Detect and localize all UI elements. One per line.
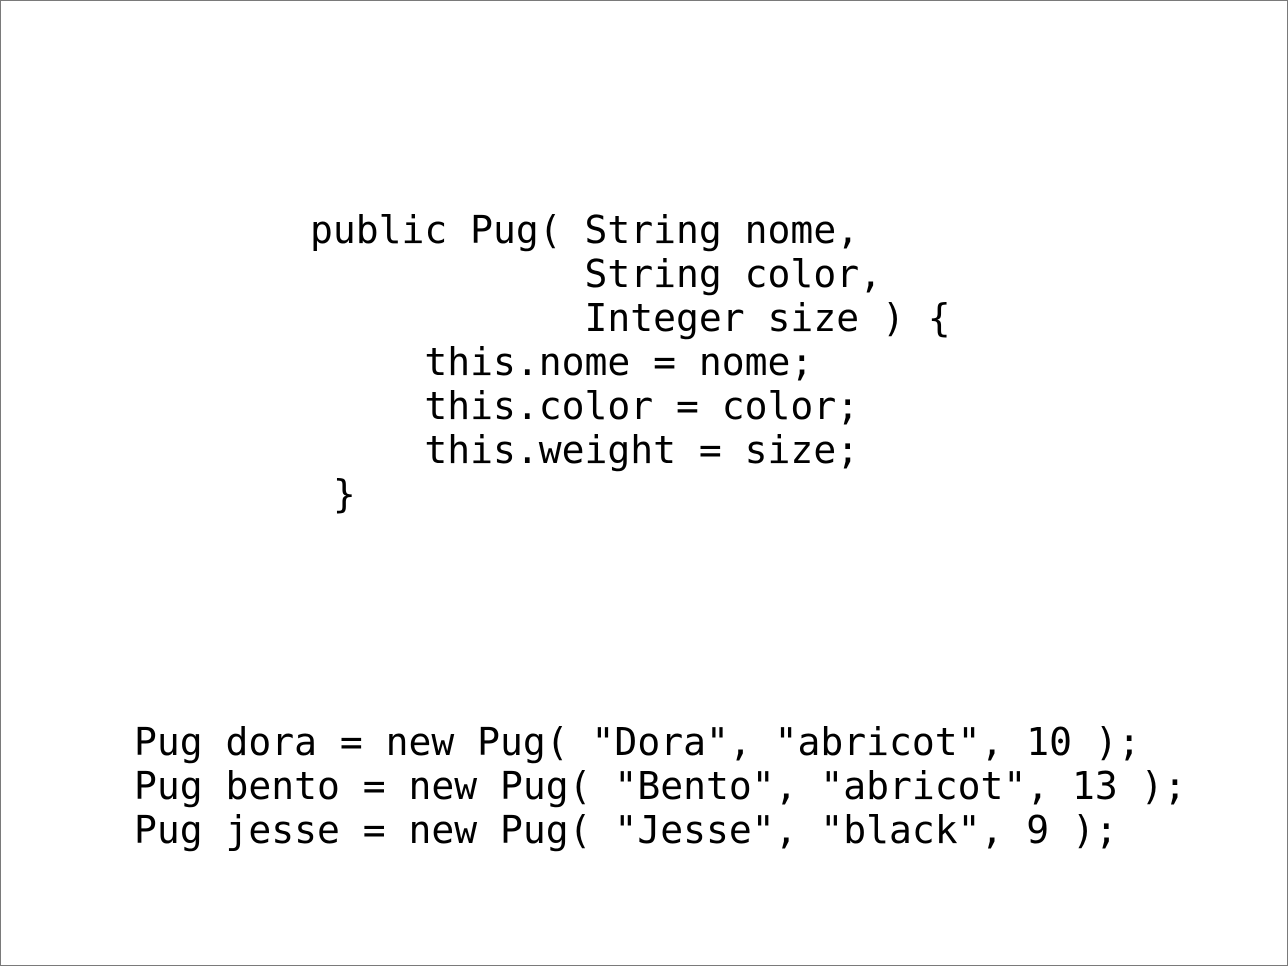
assign-weight-line: this.weight = size; xyxy=(310,428,860,472)
assign-nome-line: this.nome = nome; xyxy=(310,340,814,384)
constructor-param-color-line: String color, xyxy=(310,252,882,296)
constructor-signature-line: public Pug( String nome, xyxy=(310,208,860,252)
instance-bento-line: Pug bento = new Pug( "Bento", "abricot",… xyxy=(134,764,1187,808)
assign-color-line: this.color = color; xyxy=(310,384,860,428)
constructor-code-block: public Pug( String nome, String color, I… xyxy=(310,208,951,516)
instance-jesse-line: Pug jesse = new Pug( "Jesse", "black", 9… xyxy=(134,808,1118,852)
constructor-closing-brace: } xyxy=(310,472,356,516)
instances-code-block: Pug dora = new Pug( "Dora", "abricot", 1… xyxy=(134,720,1186,852)
constructor-param-size-line: Integer size ) { xyxy=(310,296,951,340)
instance-dora-line: Pug dora = new Pug( "Dora", "abricot", 1… xyxy=(134,720,1141,764)
